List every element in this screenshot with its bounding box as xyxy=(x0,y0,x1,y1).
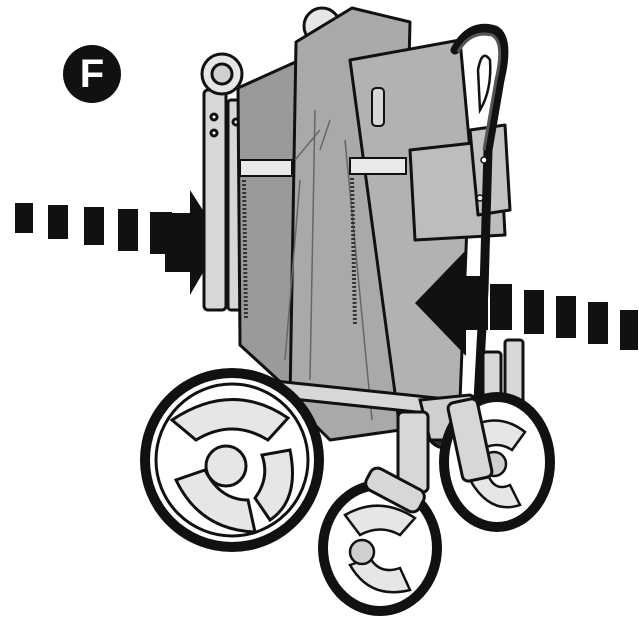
rear-left-wheel xyxy=(140,368,324,552)
rear-right-wheel xyxy=(439,392,555,532)
folded-fabric xyxy=(238,8,510,440)
front-swivel-wheel xyxy=(318,412,442,616)
left-push-arrow-icon xyxy=(15,190,222,295)
